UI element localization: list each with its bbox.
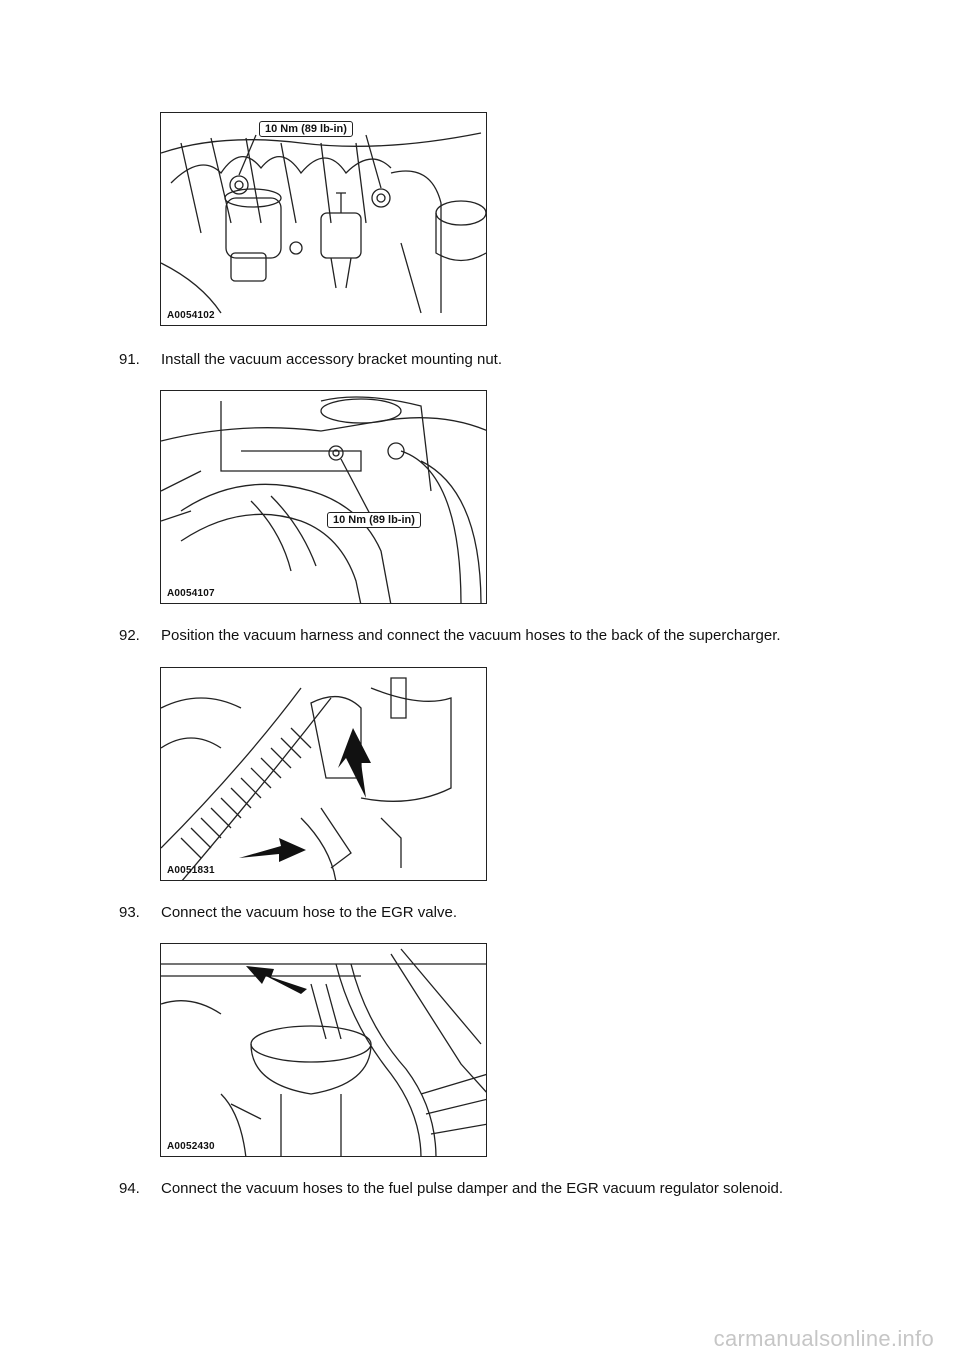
step-94: 94. Connect the vacuum hoses to the fuel … xyxy=(119,1180,783,1198)
figure-a0054102: 10 Nm (89 lb-in) A0054102 xyxy=(160,112,487,326)
step-number: 94. xyxy=(119,1180,140,1197)
step-number: 93. xyxy=(119,904,140,921)
engine-illustration-4 xyxy=(161,948,486,1156)
figure-a0054107: 10 Nm (89 lb-in) A0054107 xyxy=(160,390,487,604)
step-text: Position the vacuum harness and connect … xyxy=(161,627,781,644)
step-number: 92. xyxy=(119,627,140,644)
step-text: Connect the vacuum hoses to the fuel pul… xyxy=(161,1180,784,1197)
figure-a0052430: A0052430 xyxy=(160,943,487,1157)
engine-illustration-2 xyxy=(161,396,486,603)
step-92: 92. Position the vacuum harness and conne… xyxy=(119,627,781,645)
step-93: 93. Connect the vacuum hose to the EGR va… xyxy=(119,904,457,922)
figure-id: A0054107 xyxy=(167,588,215,599)
figure-id: A0051831 xyxy=(167,865,215,876)
watermark: carmanualsonline.info xyxy=(713,1326,934,1351)
step-text: Connect the vacuum hose to the EGR valve… xyxy=(161,904,457,921)
torque-callout: 10 Nm (89 lb-in) xyxy=(327,512,421,528)
torque-callout: 10 Nm (89 lb-in) xyxy=(259,121,353,137)
figure-a0051831: A0051831 xyxy=(160,667,487,881)
step-91: 91. Install the vacuum accessory bracket … xyxy=(119,351,502,369)
figure-id: A0052430 xyxy=(167,1141,215,1152)
step-text: Install the vacuum accessory bracket mou… xyxy=(161,351,503,368)
engine-illustration-3 xyxy=(161,677,452,880)
figure-id: A0054102 xyxy=(167,310,215,321)
engine-illustration-1 xyxy=(161,132,486,314)
step-number: 91. xyxy=(119,351,140,368)
